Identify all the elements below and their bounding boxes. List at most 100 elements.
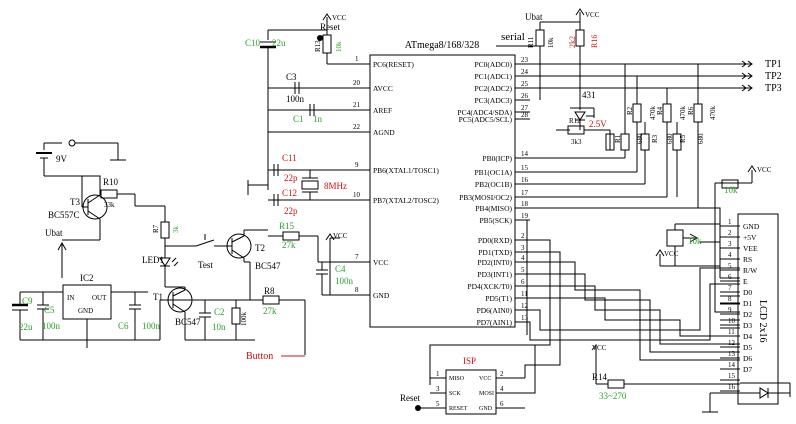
isp-pin-num: 4 xyxy=(500,385,504,393)
ubat-label: Ubat xyxy=(525,12,543,22)
lcd-pin-num: 12 xyxy=(728,339,736,347)
r15-ref: R15 xyxy=(279,221,295,231)
mcu-pin-num: 22 xyxy=(353,123,361,131)
c9-value: 22u xyxy=(19,322,33,332)
mcu-pin-label: PB4(MISO) xyxy=(475,204,512,213)
lcd-pin-num: 9 xyxy=(728,306,732,314)
isp-title: ISP xyxy=(463,356,476,366)
r16-value: 2k2 xyxy=(568,36,577,48)
mcu-pin-num: 17 xyxy=(521,189,529,197)
lcd-pin-label: E xyxy=(743,277,748,286)
mcu-pin-label: PC0(ADC0) xyxy=(474,60,512,69)
mcu-chip: ATmega8/168/328 1 PC6(RESET) 20 AVCC 21 … xyxy=(340,40,530,328)
isp-pin-num: 3 xyxy=(436,385,440,393)
mcu-pin-num: 16 xyxy=(521,176,529,184)
mcu-pin-label: AREF xyxy=(373,106,392,115)
mcu-pin-label: PD1(TXD) xyxy=(478,248,512,257)
lcd-pin-num: 6 xyxy=(728,273,732,281)
xtal-label: 8MHz xyxy=(324,181,347,191)
c2-ref: C2 xyxy=(214,307,225,317)
lcd-pin-num: 10 xyxy=(728,317,736,325)
test-point-network: serial Ubat R11 10k VCC 2k2 R16 431 2.5V… xyxy=(496,8,782,209)
mcu-pin-num: 13 xyxy=(521,314,529,322)
mcu-pin-num: 21 xyxy=(353,101,361,109)
c4-value: 100n xyxy=(335,276,354,286)
mcu-pin-num: 6 xyxy=(521,278,525,286)
mcu-pin-label: PD3(INT1) xyxy=(477,270,512,279)
mcu-pin-label: PD4(XCK/T0) xyxy=(467,282,512,291)
r12-ref: R12 xyxy=(569,117,581,125)
c4-ref: C4 xyxy=(335,264,346,274)
mcu-pin-num: 25 xyxy=(521,80,529,88)
lcd-pin-label: D5 xyxy=(743,343,752,352)
lcd-pin-label: +5V xyxy=(743,233,757,242)
pot-value: 10k xyxy=(688,236,702,246)
c1-ref: C1 xyxy=(293,114,304,124)
mcu-pin-num: 14 xyxy=(521,150,529,158)
mcu-pin-label: PD5(T1) xyxy=(485,294,512,303)
ref-voltage: 2.5V xyxy=(589,119,607,129)
lcd-pin-label: RS xyxy=(743,255,752,264)
reset-label: Reset xyxy=(400,393,420,403)
vcc-label: VCC xyxy=(664,250,679,258)
r14-ref: R14 xyxy=(592,372,608,382)
mcu-name: ATmega8/168/328 xyxy=(405,40,479,51)
c3-ref: C3 xyxy=(286,72,297,82)
mcu-pin-label: PD7(AIN1) xyxy=(477,318,513,327)
r9-value: 100k xyxy=(240,312,248,327)
r3-value: 680 xyxy=(666,133,674,144)
mcu-pin-label: PC3(ADC3) xyxy=(474,96,512,105)
ubat-label: Ubat xyxy=(45,228,63,238)
mcu-pin-num: 15 xyxy=(521,164,529,172)
mcu-pin-num: 11 xyxy=(521,290,528,298)
vcc-label: VCC xyxy=(585,11,600,19)
isp-pin-label: MISO xyxy=(449,376,465,382)
c10-ref: C10 xyxy=(245,38,261,48)
lcd-pin-num: 7 xyxy=(728,284,732,292)
r2-ref: R2 xyxy=(626,106,634,115)
mcu-pin-num: 27 xyxy=(521,104,529,112)
r16-ref: R16 xyxy=(590,35,599,48)
mcu-pin-num: 9 xyxy=(355,161,359,169)
port-d-wiring xyxy=(429,207,740,385)
lcd-pin-num: 8 xyxy=(728,295,732,303)
t2-type: BC547 xyxy=(255,261,281,271)
vcc-label: VCC xyxy=(332,14,347,22)
mcu-pin-label: PB6(XTAL1/TOSC1) xyxy=(373,166,439,175)
isp-pin-label: GND xyxy=(479,406,493,412)
power-supply: 9V T3 BC557C R10 33k Ubat R7 3k xyxy=(12,139,319,362)
r1-ref: R1 xyxy=(614,134,622,143)
isp-pin-num: 6 xyxy=(500,400,504,408)
mcu-pin-label: PB7(XTAL2/TOSC2) xyxy=(373,196,439,205)
lcd-pin-num: 13 xyxy=(728,350,736,358)
lcd-pin-label: D7 xyxy=(743,365,752,374)
mcu-pin-label: PB1(OC1A) xyxy=(474,168,512,177)
mcu-pin-num: 28 xyxy=(521,111,529,119)
r6-value: 470k xyxy=(709,106,717,121)
mcu-pin-num: 7 xyxy=(355,253,359,261)
button-label: Button xyxy=(246,351,273,362)
crystal-section: C11 22p C12 22p 8MHz xyxy=(247,153,347,216)
lcd-pin-num: 14 xyxy=(728,361,736,369)
isp-pin-num: 5 xyxy=(436,400,440,408)
isp-pin-label: SCK xyxy=(449,391,461,397)
tp1-label: TP1 xyxy=(765,59,782,70)
c10-value: 22u xyxy=(272,38,286,48)
ic2-in: IN xyxy=(67,294,74,302)
ref-431-label: 431 xyxy=(582,90,596,100)
vcc-label: VCC xyxy=(592,344,607,352)
r7-value: 3k xyxy=(172,226,180,234)
r6-ref: R6 xyxy=(687,106,695,115)
power-pins: VCC C4 100n xyxy=(316,232,354,296)
r2-value: 470k xyxy=(649,106,657,121)
mcu-pin-label: PD0(RXD) xyxy=(478,236,513,245)
lcd-pin-label: D2 xyxy=(743,310,752,319)
battery-label: 9V xyxy=(56,154,68,164)
lcd-pin-num: 1 xyxy=(728,218,732,226)
c11-ref: C11 xyxy=(282,153,297,163)
mcu-pin-num: 1 xyxy=(355,55,359,63)
power-terminal xyxy=(68,139,76,147)
c5-ref: C5 xyxy=(44,305,55,315)
mcu-pin-label: PD2(INT0) xyxy=(477,258,512,267)
